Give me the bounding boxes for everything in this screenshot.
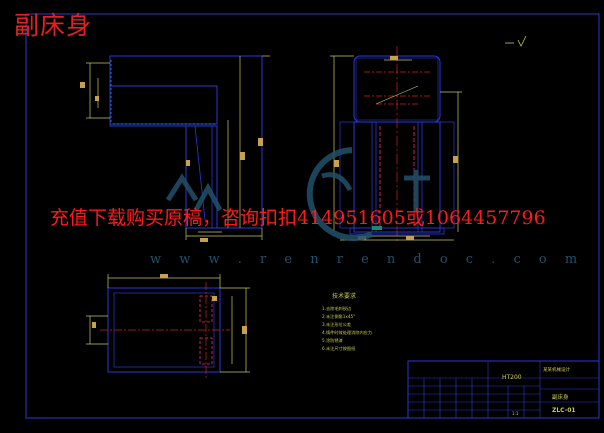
- renrendoc-logo-icon: [165, 147, 430, 241]
- drawing-title: 副床身: [14, 11, 93, 40]
- title-block-part-name: 副床身: [552, 393, 569, 401]
- title-block-school: 某某机械设计: [543, 366, 570, 373]
- tech-item-5: 5.涂防锈漆: [322, 337, 343, 344]
- sheet-border: [25, 13, 600, 419]
- tech-item-4: 4.铸件时效处理消除内应力: [322, 329, 372, 336]
- tech-item-6: 6.未注尺寸按图纸: [322, 345, 356, 352]
- tech-item-3: 3.未注形位公差: [322, 321, 351, 328]
- watermark-url: w w w . r e n r e n d o c . c o m: [150, 252, 585, 267]
- title-block: HT200 1:1 某某机械设计 副床身 ZLC-01: [407, 360, 600, 419]
- tech-requirements: 技术要求 1.去除毛刺锐边 2.未注倒角1x45° 3.未注形位公差 4.铸件时…: [322, 292, 372, 352]
- tech-requirements-heading: 技术要求: [332, 292, 356, 300]
- title-block-drawing-no: ZLC-01: [552, 407, 576, 414]
- title-block-scale: 1:1: [512, 411, 519, 416]
- title-block-material: HT200: [502, 374, 522, 381]
- promo-text: 充值下载购买原稿，咨询扣扣414951605或1064457796: [50, 207, 546, 229]
- top-view: [86, 274, 250, 378]
- tech-item-1: 1.去除毛刺锐边: [322, 305, 352, 312]
- front-view: [80, 55, 270, 242]
- roughness-symbol-icon: [505, 35, 527, 47]
- tech-item-2: 2.未注倒角1x45°: [322, 313, 355, 320]
